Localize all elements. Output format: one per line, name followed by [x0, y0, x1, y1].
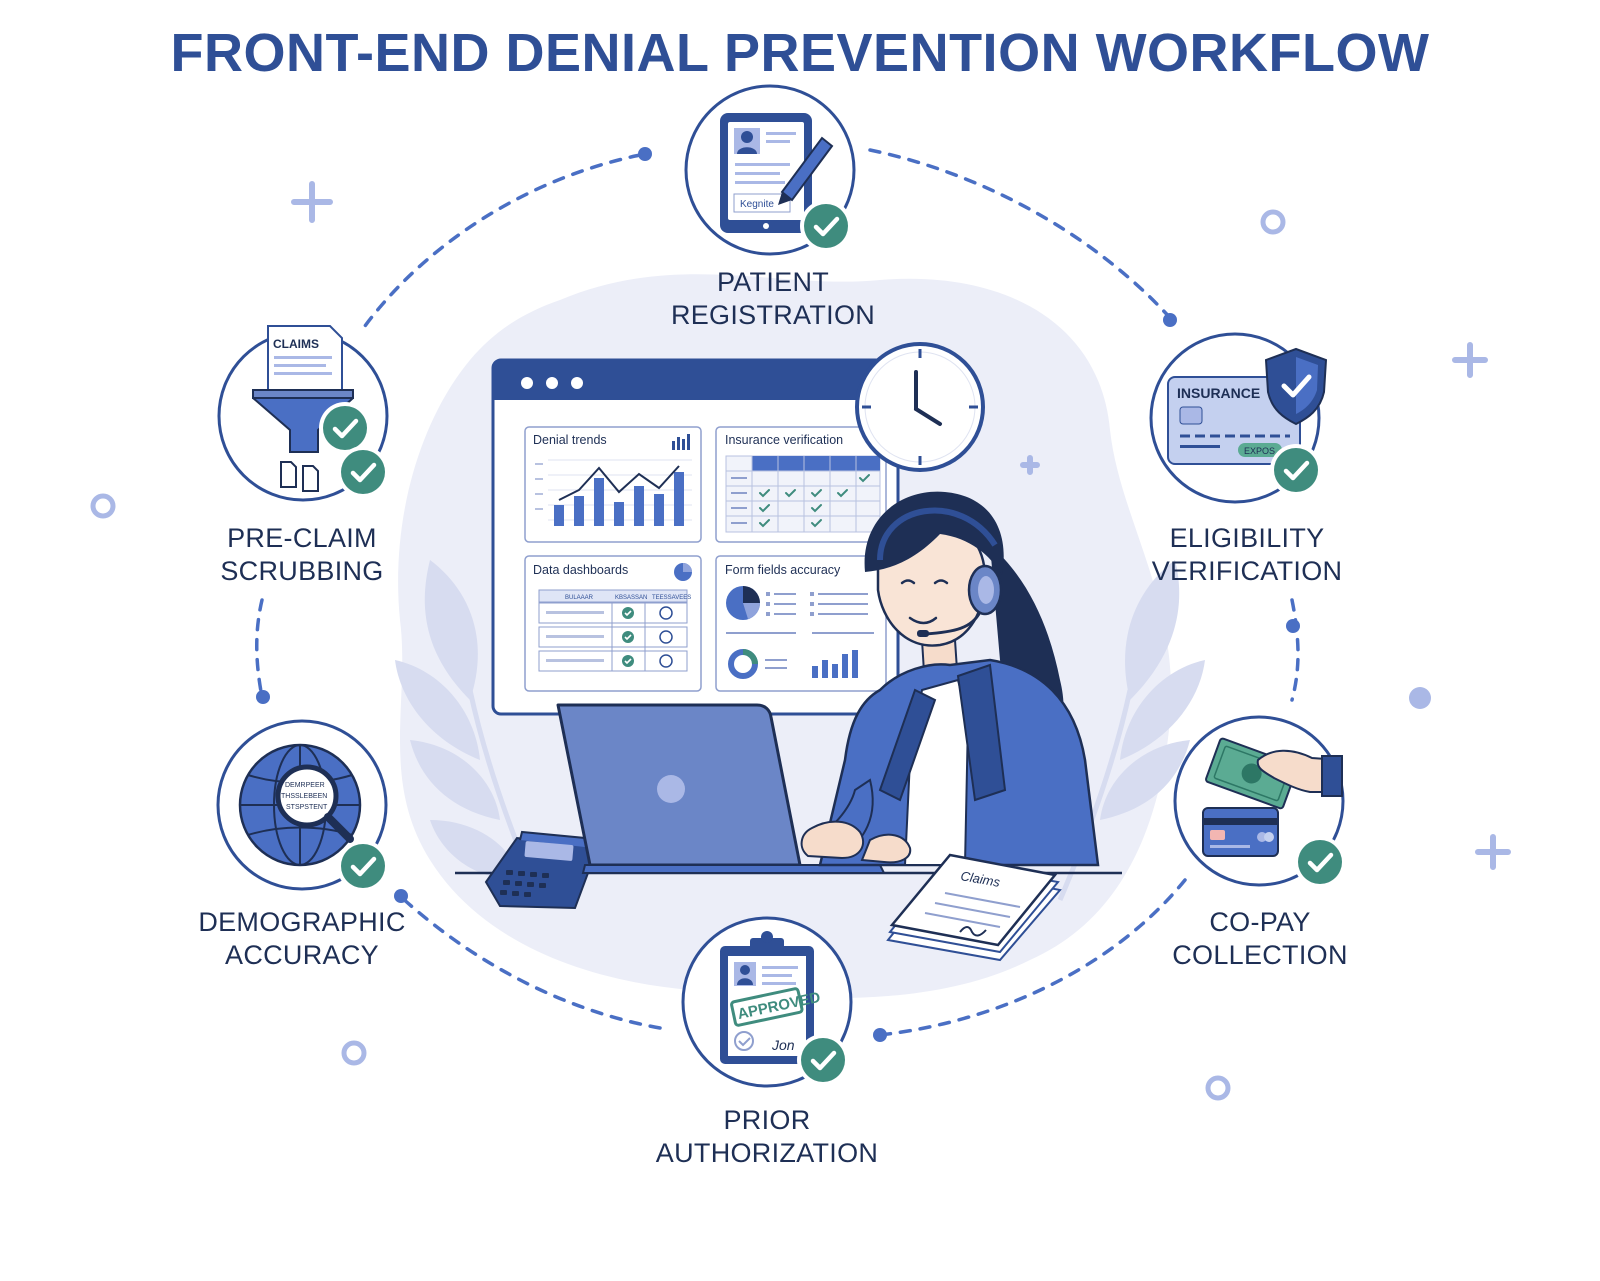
step-label-demographic-accuracy: DEMOGRAPHIC ACCURACY — [170, 906, 434, 972]
workflow-connectors — [255, 148, 1300, 1037]
step-label-co-pay-collection: CO-PAY COLLECTION — [1140, 906, 1380, 972]
donut-chart-icon — [728, 649, 758, 679]
insurance-badge-text: EXPOS — [1244, 446, 1275, 456]
step-label-line: ACCURACY — [225, 940, 379, 970]
dashboard-window: Denial trends — [491, 358, 900, 716]
step-label-line: REGISTRATION — [670, 300, 876, 330]
tablet-pen-icon: Kegnite — [720, 113, 834, 233]
window-dot-icon — [571, 377, 583, 389]
bar-chart-icon — [672, 434, 690, 450]
panel-title: Denial trends — [533, 433, 607, 447]
step-label-patient-registration: PATIENT REGISTRATION — [640, 266, 906, 332]
agent-woman-illustration — [800, 491, 1100, 867]
table-header-cell: KBSASSAN — [615, 595, 647, 601]
step-label-eligibility-verification: ELIGIBILITY VERIFICATION — [1120, 522, 1374, 588]
bar-chart-icon — [812, 650, 858, 678]
globe-magnifier-icon: DEMRPEER THSSLEBEEN STSPSTENT — [238, 743, 362, 867]
verification-table — [725, 455, 881, 533]
laptop-icon — [556, 703, 886, 874]
claims-papers-label: Claims — [959, 868, 1001, 890]
claims-funnel-icon: CLAIMS — [252, 325, 354, 492]
claims-papers-icon: Claims — [886, 853, 1062, 962]
window-dot-icon — [546, 377, 558, 389]
sparkle-decorations — [90, 181, 1511, 1101]
step-label-pre-claim-scrubbing: PRE-CLAIM SCRUBBING — [180, 522, 424, 588]
pie-chart-icon — [674, 563, 692, 581]
check-icon — [797, 1034, 849, 1086]
table-header-cell: BULAAAR — [565, 595, 594, 601]
check-icon — [1270, 444, 1322, 496]
panel-insurance-verification: Insurance verification — [715, 426, 887, 543]
step-label-line: VERIFICATION — [1151, 556, 1343, 586]
step-icon-patient-registration: Kegnite — [684, 84, 856, 256]
leaf-decoration-right — [1057, 560, 1205, 901]
panel-title: Form fields accuracy — [725, 563, 841, 577]
claims-doc-text: CLAIMS — [273, 337, 319, 351]
step-label-line: DEMOGRAPHIC — [198, 907, 406, 937]
table-header-cell: TEESSAVEES — [652, 595, 691, 601]
globe-lens-text: THSSLEBEEN — [281, 793, 327, 800]
check-icon — [1294, 836, 1346, 888]
window-dot-icon — [521, 377, 533, 389]
check-icon — [337, 446, 389, 498]
panel-denial-trends: Denial trends — [524, 426, 702, 543]
panel-form-fields-accuracy: Form fields accuracy — [715, 555, 887, 692]
clock-icon — [855, 342, 985, 472]
page-title: FRONT-END DENIAL PREVENTION WORKFLOW — [170, 23, 1430, 83]
check-icon — [337, 840, 389, 892]
step-label-line: SCRUBBING — [220, 556, 384, 586]
step-label-line: PATIENT — [716, 267, 830, 297]
insurance-card-text: INSURANCE — [1177, 385, 1260, 401]
check-icon — [800, 200, 852, 252]
step-icon-co-pay-collection — [1173, 715, 1346, 888]
trend-bars — [554, 472, 684, 526]
registration-field-text: Kegnite — [740, 199, 774, 210]
dashboard-rows — [538, 602, 688, 672]
globe-lens-text: DEMRPEER — [285, 782, 325, 789]
globe-lens-text: STSPSTENT — [286, 804, 328, 811]
panel-data-dashboards: Data dashboards BULAAAR KBSASSAN TEESSAV… — [524, 555, 702, 692]
step-icon-prior-authorization: APPROVED Jon — [681, 916, 853, 1086]
step-icon-eligibility-verification: INSURANCE EXPOS — [1149, 332, 1328, 504]
connector-dots — [256, 147, 1300, 1042]
step-icon-pre-claim-scrubbing: CLAIMS — [217, 325, 389, 502]
panel-title: Insurance verification — [725, 433, 843, 447]
step-label-line: PRE-CLAIM — [227, 523, 377, 553]
step-label-line: PRIOR — [723, 1105, 811, 1135]
insurance-card-shield-icon: INSURANCE EXPOS — [1167, 347, 1328, 465]
pie-chart-icon — [726, 586, 760, 620]
step-label-line: COLLECTION — [1172, 940, 1348, 970]
step-label-prior-authorization: PRIOR AUTHORIZATION — [630, 1104, 904, 1170]
cash-card-icon — [1202, 737, 1343, 857]
panel-title: Data dashboards — [533, 563, 628, 577]
trend-line — [558, 465, 680, 501]
signature-text: Jon — [771, 1037, 795, 1053]
clipboard-approved-icon: APPROVED Jon — [720, 931, 822, 1064]
step-label-line: ELIGIBILITY — [1169, 523, 1325, 553]
step-label-line: AUTHORIZATION — [655, 1138, 879, 1168]
card-terminal-icon — [484, 830, 600, 910]
step-icon-demographic-accuracy: DEMRPEER THSSLEBEEN STSPSTENT — [216, 719, 389, 892]
step-label-line: CO-PAY — [1209, 907, 1311, 937]
